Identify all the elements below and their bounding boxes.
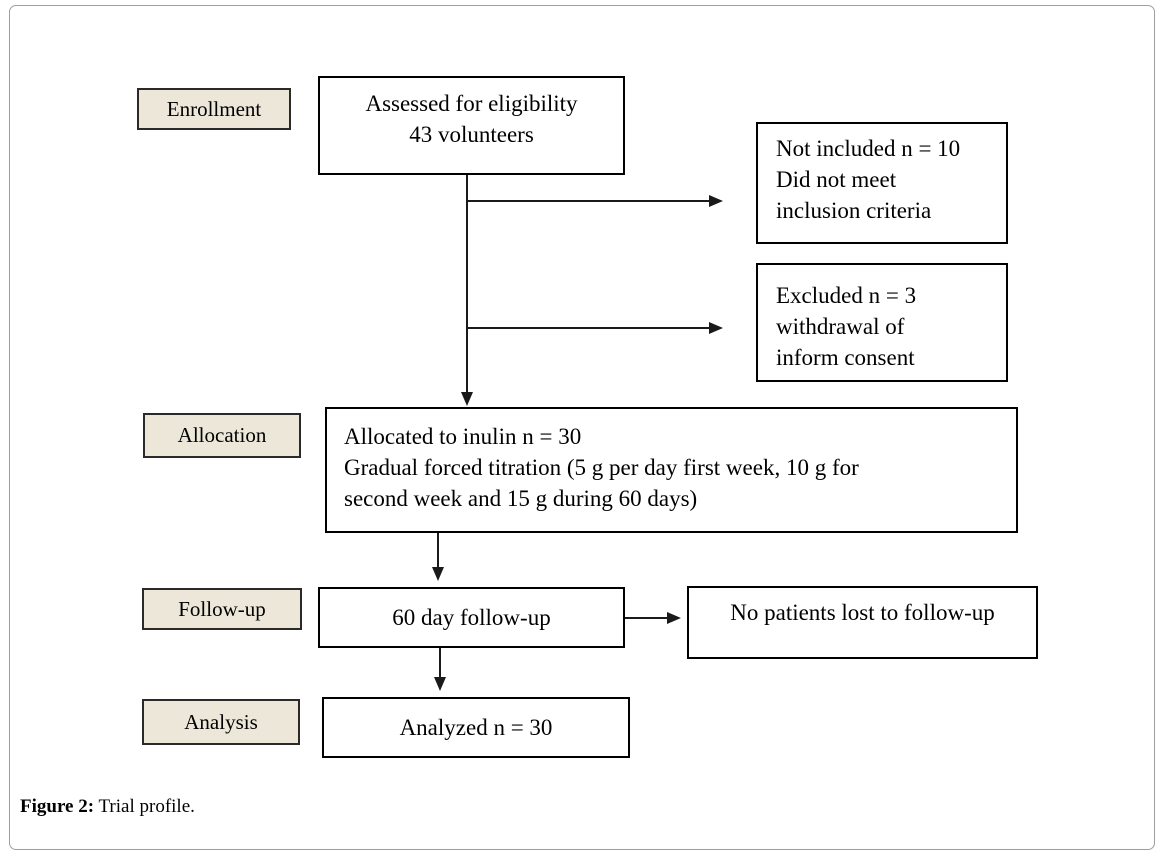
box-text-line: Did not meet	[776, 167, 897, 192]
box-text-line: inform consent	[776, 345, 915, 370]
stage-label-enrollment: Enrollment	[137, 88, 291, 130]
connector-followup-to-analyzed	[439, 648, 441, 678]
box-text-line: inclusion criteria	[776, 198, 932, 223]
figure-caption: Figure 2: Trial profile.	[20, 796, 195, 818]
stage-label-text: Analysis	[184, 709, 258, 734]
figure-caption-text: Trial profile.	[98, 796, 195, 817]
not-included-box: Not included n = 10 Did not meet inclusi…	[756, 122, 1008, 244]
stage-label-analysis: Analysis	[142, 699, 300, 745]
box-text-line: Analyzed n = 30	[399, 715, 553, 740]
followup-box: 60 day follow-up	[318, 587, 625, 648]
figure-border	[9, 5, 1155, 850]
allocated-box: Allocated to inulin n = 30 Gradual force…	[325, 407, 1018, 533]
connector-assessed-to-allocated	[466, 175, 468, 393]
box-text-line: Excluded n = 3	[776, 283, 917, 308]
arrowhead-right-icon	[709, 322, 723, 334]
box-text-line: withdrawal of	[776, 314, 905, 339]
box-text-line: Not included n = 10	[776, 136, 961, 161]
box-text-line: Gradual forced titration (5 g per day fi…	[344, 455, 859, 480]
box-text-line: Allocated to inulin n = 30	[344, 424, 582, 449]
stage-label-text: Follow-up	[178, 596, 266, 621]
box-text-line: Assessed for eligibility	[365, 91, 578, 116]
connector-to-excluded	[467, 327, 710, 329]
stage-label-followup: Follow-up	[142, 588, 302, 630]
arrowhead-right-icon	[667, 612, 681, 624]
arrowhead-down-icon	[434, 677, 446, 691]
assessed-eligibility-box: Assessed for eligibility 43 volunteers	[318, 76, 625, 175]
no-patients-lost-box: No patients lost to follow-up	[687, 586, 1038, 659]
connector-to-not-included	[467, 200, 710, 202]
stage-label-allocation: Allocation	[143, 413, 301, 458]
box-text-line: second week and 15 g during 60 days)	[344, 486, 698, 511]
figure-caption-label: Figure 2:	[20, 796, 95, 817]
stage-label-text: Allocation	[177, 423, 267, 447]
arrowhead-down-icon	[461, 392, 473, 406]
connector-followup-to-notlost	[625, 617, 668, 619]
stage-label-text: Enrollment	[166, 96, 262, 121]
arrowhead-right-icon	[709, 195, 723, 207]
excluded-box: Excluded n = 3 withdrawal of inform cons…	[756, 263, 1008, 382]
analyzed-box: Analyzed n = 30	[322, 697, 630, 758]
box-text-line: 43 volunteers	[409, 122, 534, 147]
box-text-line: No patients lost to follow-up	[730, 600, 995, 625]
box-text-line: 60 day follow-up	[392, 605, 551, 630]
connector-allocated-to-followup	[437, 533, 439, 568]
arrowhead-down-icon	[432, 567, 444, 581]
